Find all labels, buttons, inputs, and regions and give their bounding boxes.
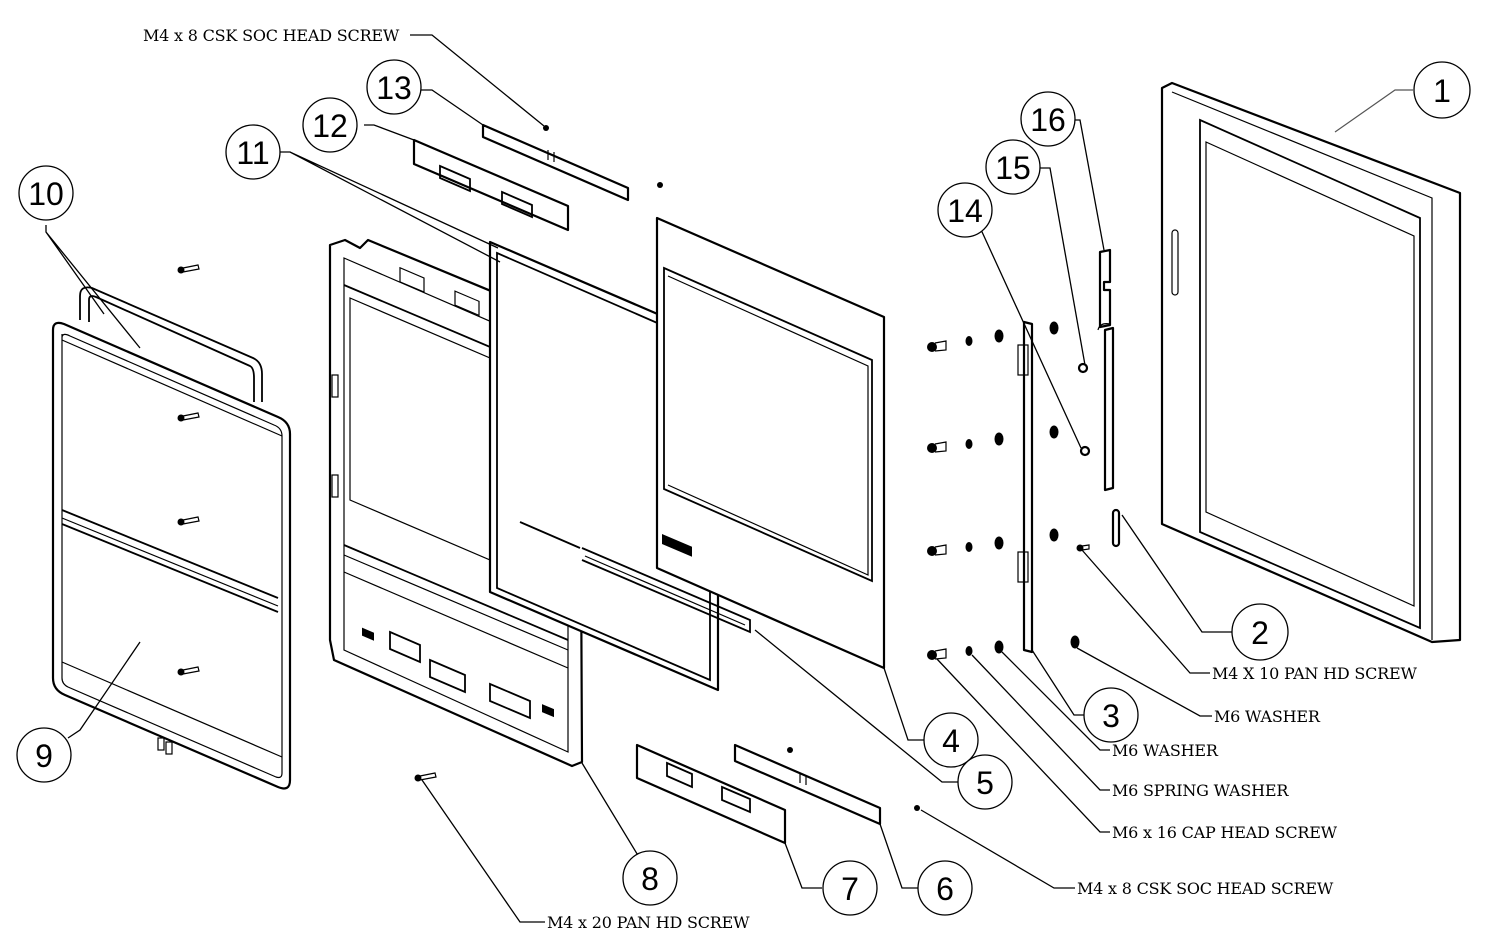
callout-3: 3 bbox=[1083, 687, 1139, 743]
screw-icon bbox=[657, 182, 663, 188]
part-2-hinge-pin bbox=[1111, 508, 1121, 548]
label-m6-washer-b: M6 WASHER bbox=[1112, 741, 1219, 760]
part-1-outer-frame bbox=[1160, 81, 1462, 644]
callout-number: 9 bbox=[35, 738, 53, 774]
callout-5: 5 bbox=[957, 754, 1013, 810]
spring-washer-icon bbox=[965, 646, 973, 656]
part-15-hinge-arm bbox=[1097, 323, 1115, 492]
callout-14: 14 bbox=[937, 182, 993, 238]
label-m4x10-pan-screw: M4 X 10 PAN HD SCREW bbox=[1212, 664, 1418, 683]
callout-6: 6 bbox=[917, 860, 973, 916]
callout-number: 14 bbox=[947, 193, 983, 229]
callout-number: 11 bbox=[236, 135, 269, 171]
callout-15: 15 bbox=[985, 139, 1041, 195]
callout-number: 4 bbox=[942, 723, 960, 759]
callout-12: 12 bbox=[302, 97, 358, 153]
callout-number: 15 bbox=[995, 150, 1031, 186]
part-10-tube-frame bbox=[51, 286, 292, 790]
callout-number: 10 bbox=[28, 176, 64, 212]
callout-number: 3 bbox=[1102, 698, 1120, 734]
screw-icon bbox=[1076, 544, 1090, 552]
callout-number: 1 bbox=[1433, 73, 1451, 109]
cap-screw-icon bbox=[927, 544, 947, 556]
screw-icon bbox=[177, 412, 200, 422]
cap-screw-icon bbox=[927, 340, 947, 352]
leader-lines bbox=[45, 34, 1413, 923]
screw-icon bbox=[177, 666, 200, 676]
label-m6-washer-a: M6 WASHER bbox=[1214, 707, 1321, 726]
callout-1: 1 bbox=[1413, 61, 1471, 119]
callout-2: 2 bbox=[1231, 603, 1289, 661]
callout-number: 16 bbox=[1030, 102, 1066, 138]
label-m6-spring-washer: M6 SPRING WASHER bbox=[1112, 781, 1289, 800]
screw-icon bbox=[177, 516, 200, 526]
cap-screw-icon bbox=[927, 648, 947, 660]
washer-icon bbox=[994, 640, 1004, 654]
callout-number: 12 bbox=[312, 108, 348, 144]
washer-icon bbox=[994, 329, 1004, 343]
callout-number: 6 bbox=[936, 871, 954, 907]
label-top-csk-screw: M4 x 8 CSK SOC HEAD SCREW bbox=[143, 26, 400, 45]
washer-icon bbox=[1070, 635, 1080, 649]
washer-icon bbox=[994, 432, 1004, 446]
washer-icon bbox=[1049, 425, 1059, 439]
callout-16: 16 bbox=[1020, 91, 1076, 147]
screw-icon bbox=[414, 772, 437, 782]
callout-number: 13 bbox=[376, 70, 412, 106]
part-13-top-strip bbox=[481, 123, 630, 202]
part-3-hinge-bar bbox=[1017, 320, 1034, 654]
screw-icon bbox=[787, 747, 793, 753]
label-m6x16-cap-screw: M6 x 16 CAP HEAD SCREW bbox=[1112, 823, 1338, 842]
spring-washer-icon bbox=[965, 439, 973, 449]
washer-icon bbox=[1049, 528, 1059, 542]
part-4-glass-panel bbox=[655, 216, 886, 670]
callout-number: 2 bbox=[1251, 615, 1269, 651]
hinge-fasteners bbox=[927, 321, 1091, 660]
screw-icon bbox=[914, 805, 920, 811]
label-m4x20-pan-screw: M4 x 20 PAN HD SCREW bbox=[547, 913, 750, 932]
callout-number: 5 bbox=[976, 765, 994, 801]
label-bottom-csk-screw: M4 x 8 CSK SOC HEAD SCREW bbox=[1077, 879, 1334, 898]
screw-icon bbox=[177, 264, 200, 274]
callout-number: 8 bbox=[641, 861, 659, 897]
callout-9: 9 bbox=[16, 727, 72, 783]
callout-number: 7 bbox=[841, 871, 859, 907]
thumb-screw-icon bbox=[1077, 362, 1089, 374]
spring-washer-icon bbox=[965, 336, 973, 346]
part-5-trim-strip bbox=[519, 521, 751, 634]
callout-8: 8 bbox=[622, 850, 678, 906]
spring-washer-icon bbox=[965, 542, 973, 552]
washer-icon bbox=[994, 536, 1004, 550]
cap-screw-icon bbox=[927, 441, 947, 453]
callout-4: 4 bbox=[923, 712, 979, 768]
part-16-hinge-plate bbox=[1098, 248, 1112, 329]
callout-13: 13 bbox=[366, 59, 422, 115]
callout-7: 7 bbox=[822, 860, 878, 916]
thumb-screw-icon bbox=[1079, 445, 1091, 457]
screw-icon bbox=[543, 125, 549, 131]
callout-11: 11 bbox=[225, 124, 281, 180]
washer-icon bbox=[1049, 321, 1059, 335]
part-12-top-bracket bbox=[412, 138, 570, 232]
callout-10: 10 bbox=[18, 165, 74, 221]
